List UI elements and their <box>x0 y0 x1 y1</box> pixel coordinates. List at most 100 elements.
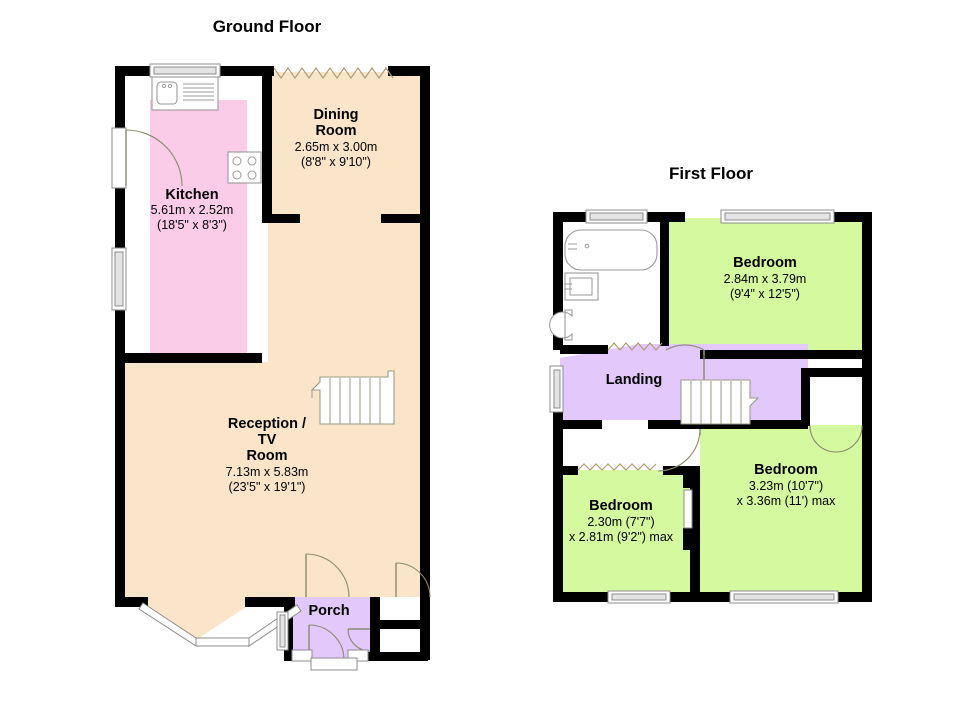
basin-taps-icon <box>564 283 572 290</box>
toilet-icon <box>549 309 573 341</box>
wall-ff-south-midleft <box>669 592 731 602</box>
wall-north-dining-right <box>388 66 430 76</box>
ground-floor-labels: Ground Floor Dining Room 2.65m x 3.00m (… <box>151 17 378 619</box>
bedroom-3-dim-metric: 2.30m (7'7") <box>587 515 654 529</box>
reception-window-west-pane <box>114 251 124 307</box>
wall-dining-south-east-stub <box>381 214 423 223</box>
kitchen-fixtures <box>151 76 262 184</box>
wall-west-mid <box>115 188 125 248</box>
dining-room-name-line2: Room <box>315 123 356 139</box>
wall-north-kitchen-left <box>115 66 152 76</box>
staircase-direction-arrow <box>311 389 320 398</box>
ground-floor-openings <box>111 63 431 671</box>
staircase-outline <box>310 370 395 425</box>
dining-room-name-line1: Dining <box>313 107 358 123</box>
hob-ring-1 <box>232 156 242 166</box>
reception-room-dim-metric: 7.13m x 5.83m <box>226 465 309 479</box>
landing-name: Landing <box>606 372 662 388</box>
bedroom-2-name: Bedroom <box>754 462 818 478</box>
porch-name: Porch <box>308 603 349 619</box>
kitchen-tap-icon-2 <box>167 83 173 89</box>
porch-window-west-pane <box>279 614 286 648</box>
cupboard-door-left-arc <box>809 425 837 453</box>
kitchen-door-west-frame <box>111 127 127 189</box>
wall-landing-south-left <box>560 420 602 429</box>
wall-bedroom3-door-nib <box>683 466 693 488</box>
wall-bathroom-east <box>660 212 669 346</box>
wall-ff-north-right <box>832 212 872 222</box>
wall-kitchen-south <box>122 353 262 363</box>
bedroom-2-window-south-pane <box>733 593 835 601</box>
porch-window-south-right <box>347 649 369 662</box>
wall-north-kitchen-right <box>218 66 268 76</box>
first-floor-group: First Floor Bedroom 2.84m x 3.79m (9'4" … <box>549 164 872 604</box>
bath-taps-icon <box>568 243 590 250</box>
bedroom-3-north-zigzag <box>577 463 657 471</box>
wall-west-lower <box>115 310 125 607</box>
wall-dining-west <box>262 66 272 222</box>
hob-ring-2 <box>247 156 257 166</box>
cupboard-door-right-arc <box>835 425 863 453</box>
bedroom-1-dim-imperial: (9'4" x 12'5") <box>730 287 800 301</box>
staircase-treads <box>329 378 381 424</box>
porch-inner-door-arc <box>305 553 350 598</box>
first-floor-staircase <box>680 379 760 425</box>
ground-floor-staircase <box>310 370 395 425</box>
bathroom-door-zigzag <box>607 342 663 351</box>
hob-ring-3 <box>232 170 242 180</box>
dining-room-dim-metric: 2.65m x 3.00m <box>295 140 378 154</box>
kitchen-dim-imperial: (18'5" x 8'3") <box>157 218 227 232</box>
bedroom-3-fill <box>560 470 700 596</box>
wall-bedroom3-north-right <box>663 466 700 475</box>
kitchen-name: Kitchen <box>165 187 218 203</box>
kitchen-window-north-pane <box>153 66 217 75</box>
kitchen-door-west-arc <box>125 129 183 187</box>
first-floor-openings <box>549 209 863 604</box>
wall-ff-east <box>862 212 872 602</box>
wall-south-west-stub <box>115 597 148 607</box>
landing-window-west-pane <box>553 369 561 409</box>
cupboard-fill <box>808 375 865 425</box>
kitchen-drainer-icon <box>183 83 214 101</box>
reception-room-name-line2: TV <box>258 432 277 448</box>
bedroom-1-door-arc <box>665 344 705 351</box>
wall-south-bay-east-stub <box>245 597 295 607</box>
first-floor-title: First Floor <box>669 164 753 183</box>
bedroom-1-fill <box>668 218 865 358</box>
bedroom-3-door-panel <box>683 489 693 529</box>
side-room-door-arc <box>395 562 431 598</box>
wall-dining-south-west-stub <box>262 214 300 223</box>
bedroom-3-name: Bedroom <box>589 498 653 514</box>
hob-ring-4 <box>247 170 257 180</box>
bathroom-fixtures <box>549 229 658 341</box>
bedroom-2-dim-imperial: x 3.36m (11') max <box>737 494 836 508</box>
bedroom-2-dim-metric: 3.23m (10'7") <box>749 479 823 493</box>
bedroom-3-window-south-pane <box>611 593 667 601</box>
wall-cupboard-north <box>801 368 865 377</box>
wall-bedroom3-door-nib-lower <box>683 528 693 550</box>
wall-bedroom1-south <box>700 350 865 359</box>
bathroom-window-north-pane <box>589 212 644 221</box>
bedroom-1-window-north-pane <box>724 212 831 221</box>
kitchen-fill <box>150 100 247 358</box>
reception-room-dim-imperial: (23'5" x 19'1") <box>229 480 306 494</box>
kitchen-sink-icon <box>156 81 178 105</box>
bay-window-panel-center <box>195 637 250 647</box>
wall-ff-north-left <box>553 212 589 222</box>
ff-staircase-outline <box>680 379 760 425</box>
bedroom-1-name: Bedroom <box>733 255 797 271</box>
wall-cupboard-west <box>801 368 810 426</box>
kitchen-dim-metric: 5.61m x 2.52m <box>151 203 234 217</box>
dining-room-dim-imperial: (8'8" x 9'10") <box>301 155 371 169</box>
ground-floor-title: Ground Floor <box>213 17 322 36</box>
ground-floor-group: Ground Floor Dining Room 2.65m x 3.00m (… <box>111 17 431 671</box>
bedroom-2-fill <box>700 420 865 596</box>
wall-ff-west-lower <box>553 412 563 602</box>
porch-front-door-arc <box>308 624 345 661</box>
wall-side-room-divider <box>370 620 428 629</box>
wall-ff-south-left <box>553 592 609 602</box>
ground-floor-room-fills <box>122 72 428 660</box>
wash-basin-bowl <box>569 277 593 296</box>
